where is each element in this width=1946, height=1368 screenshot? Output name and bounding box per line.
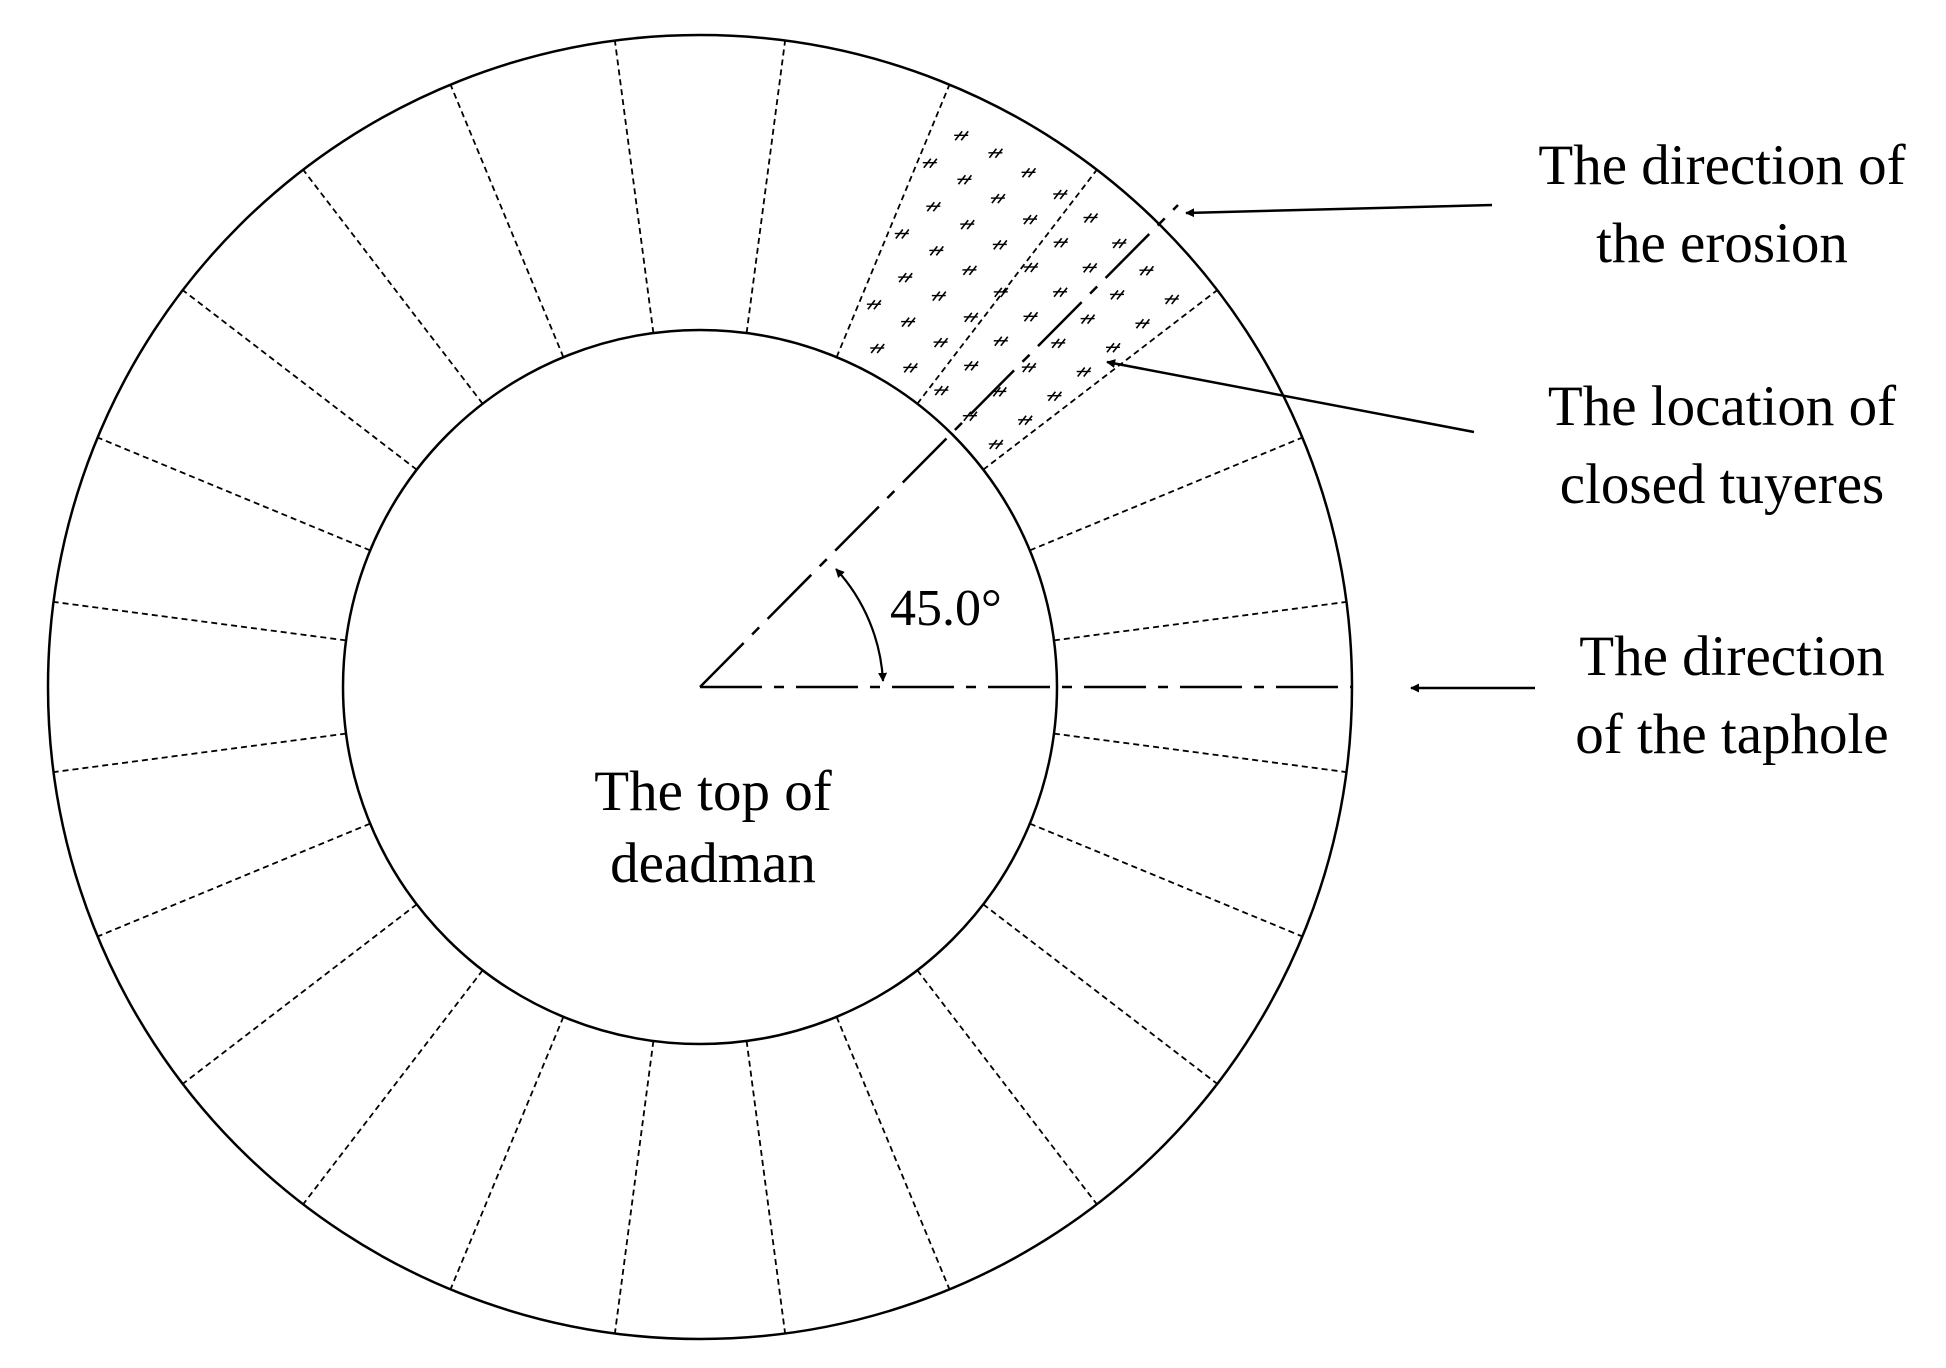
hatch-mark bbox=[960, 219, 975, 230]
hatch-mark bbox=[866, 299, 882, 310]
hatch-mark bbox=[933, 337, 949, 348]
hatch-mark bbox=[1112, 238, 1127, 249]
hatch-mark bbox=[870, 343, 885, 354]
tuyere-divider bbox=[745, 1040, 786, 1334]
tuyere-divider bbox=[302, 169, 484, 405]
tuyere-dividers bbox=[53, 40, 1347, 1334]
hatch-mark bbox=[1106, 342, 1121, 353]
tuyere-divider bbox=[1029, 822, 1303, 938]
hatch-mark bbox=[898, 272, 913, 283]
closed-tuyere-label-line2: closed tuyeres bbox=[1560, 453, 1884, 516]
erosion-direction-line bbox=[699, 204, 1179, 688]
hatch-mark bbox=[901, 317, 916, 328]
tuyere-divider bbox=[97, 436, 371, 552]
hatch-mark bbox=[1053, 189, 1068, 200]
tuyere-divider bbox=[182, 289, 418, 471]
hatch-mark bbox=[1053, 287, 1068, 298]
erosion-arrow bbox=[1185, 203, 1493, 218]
hatch-mark bbox=[990, 193, 1006, 204]
deadman-circle bbox=[341, 328, 1059, 1046]
hatch-mark bbox=[1082, 262, 1098, 273]
hatch-mark bbox=[964, 360, 979, 371]
deadman-label-line1: The top of bbox=[594, 760, 831, 823]
hatch-mark bbox=[1018, 415, 1033, 426]
tuyere-divider bbox=[835, 84, 951, 358]
hatch-mark bbox=[1053, 237, 1069, 248]
hatch-mark bbox=[1135, 318, 1151, 329]
angle-label: 45.0° bbox=[890, 580, 1002, 637]
hatch-mark bbox=[962, 411, 978, 422]
tuyere-divider bbox=[182, 903, 418, 1085]
hatch-mark bbox=[954, 130, 969, 141]
hatch-mark bbox=[957, 174, 973, 185]
tuyere-divider bbox=[916, 969, 1098, 1205]
hatch-mark bbox=[993, 287, 1009, 298]
hatch-mark bbox=[922, 158, 938, 169]
hatch-mark bbox=[926, 201, 941, 212]
hatch-mark bbox=[903, 362, 918, 373]
hatch-mark bbox=[992, 239, 1008, 250]
hatch-mark bbox=[962, 265, 978, 276]
hatch-mark bbox=[931, 291, 947, 302]
closed-tuyere-label-line1: The location of bbox=[1548, 375, 1896, 438]
hatch-mark bbox=[1164, 294, 1180, 305]
tuyere-divider bbox=[97, 822, 371, 938]
hatch-mark bbox=[988, 439, 1004, 450]
erosion-label-line1: The direction of bbox=[1538, 134, 1905, 197]
tuyere-divider bbox=[982, 289, 1218, 471]
tuyere-divider bbox=[745, 40, 786, 334]
hatch-mark bbox=[1021, 167, 1037, 178]
tuyere-divider bbox=[449, 84, 565, 358]
hatch-mark bbox=[1051, 338, 1066, 349]
hatch-mark bbox=[1083, 213, 1099, 223]
hatch-mark bbox=[1076, 367, 1092, 377]
taphole-label-line2: of the taphole bbox=[1575, 703, 1888, 766]
hatch-mark bbox=[929, 245, 944, 256]
tuyere-divider bbox=[1029, 436, 1303, 552]
hatch-mark bbox=[934, 385, 949, 396]
hatch-mark bbox=[1139, 265, 1155, 276]
hatch-mark bbox=[993, 336, 1009, 347]
taphole-label-line1: The direction bbox=[1579, 625, 1884, 688]
hatch-mark bbox=[1023, 311, 1039, 322]
erosion-label-line2: the erosion bbox=[1596, 212, 1848, 275]
tuyere-divider bbox=[835, 1016, 951, 1290]
angle-arc bbox=[835, 568, 888, 682]
tuyere-divider bbox=[1053, 732, 1347, 773]
hatch-mark bbox=[1047, 391, 1063, 402]
tuyere-divider bbox=[53, 601, 347, 642]
hatch-mark bbox=[1023, 262, 1039, 273]
tuyere-divider bbox=[614, 1040, 655, 1334]
tuyere-divider bbox=[449, 1016, 565, 1290]
hatch-mark bbox=[1023, 214, 1038, 225]
tuyere-divider bbox=[1053, 601, 1347, 642]
deadman-label-line2: deadman bbox=[610, 832, 816, 895]
hatch-mark bbox=[1110, 289, 1125, 300]
tuyere-divider bbox=[982, 903, 1218, 1085]
closed-tuyere-region bbox=[866, 130, 1180, 450]
hatch-mark bbox=[1080, 314, 1096, 325]
tuyere-divider bbox=[302, 969, 484, 1205]
hatch-mark bbox=[1021, 362, 1037, 373]
hatch-mark bbox=[988, 148, 1004, 159]
tuyere-divider bbox=[614, 40, 655, 334]
tuyere-divider bbox=[53, 732, 347, 773]
tuyere-divider bbox=[916, 169, 1098, 405]
hatch-mark bbox=[894, 229, 910, 239]
hatch-mark bbox=[963, 312, 979, 323]
closed-tuyere-arrow bbox=[1106, 359, 1475, 434]
